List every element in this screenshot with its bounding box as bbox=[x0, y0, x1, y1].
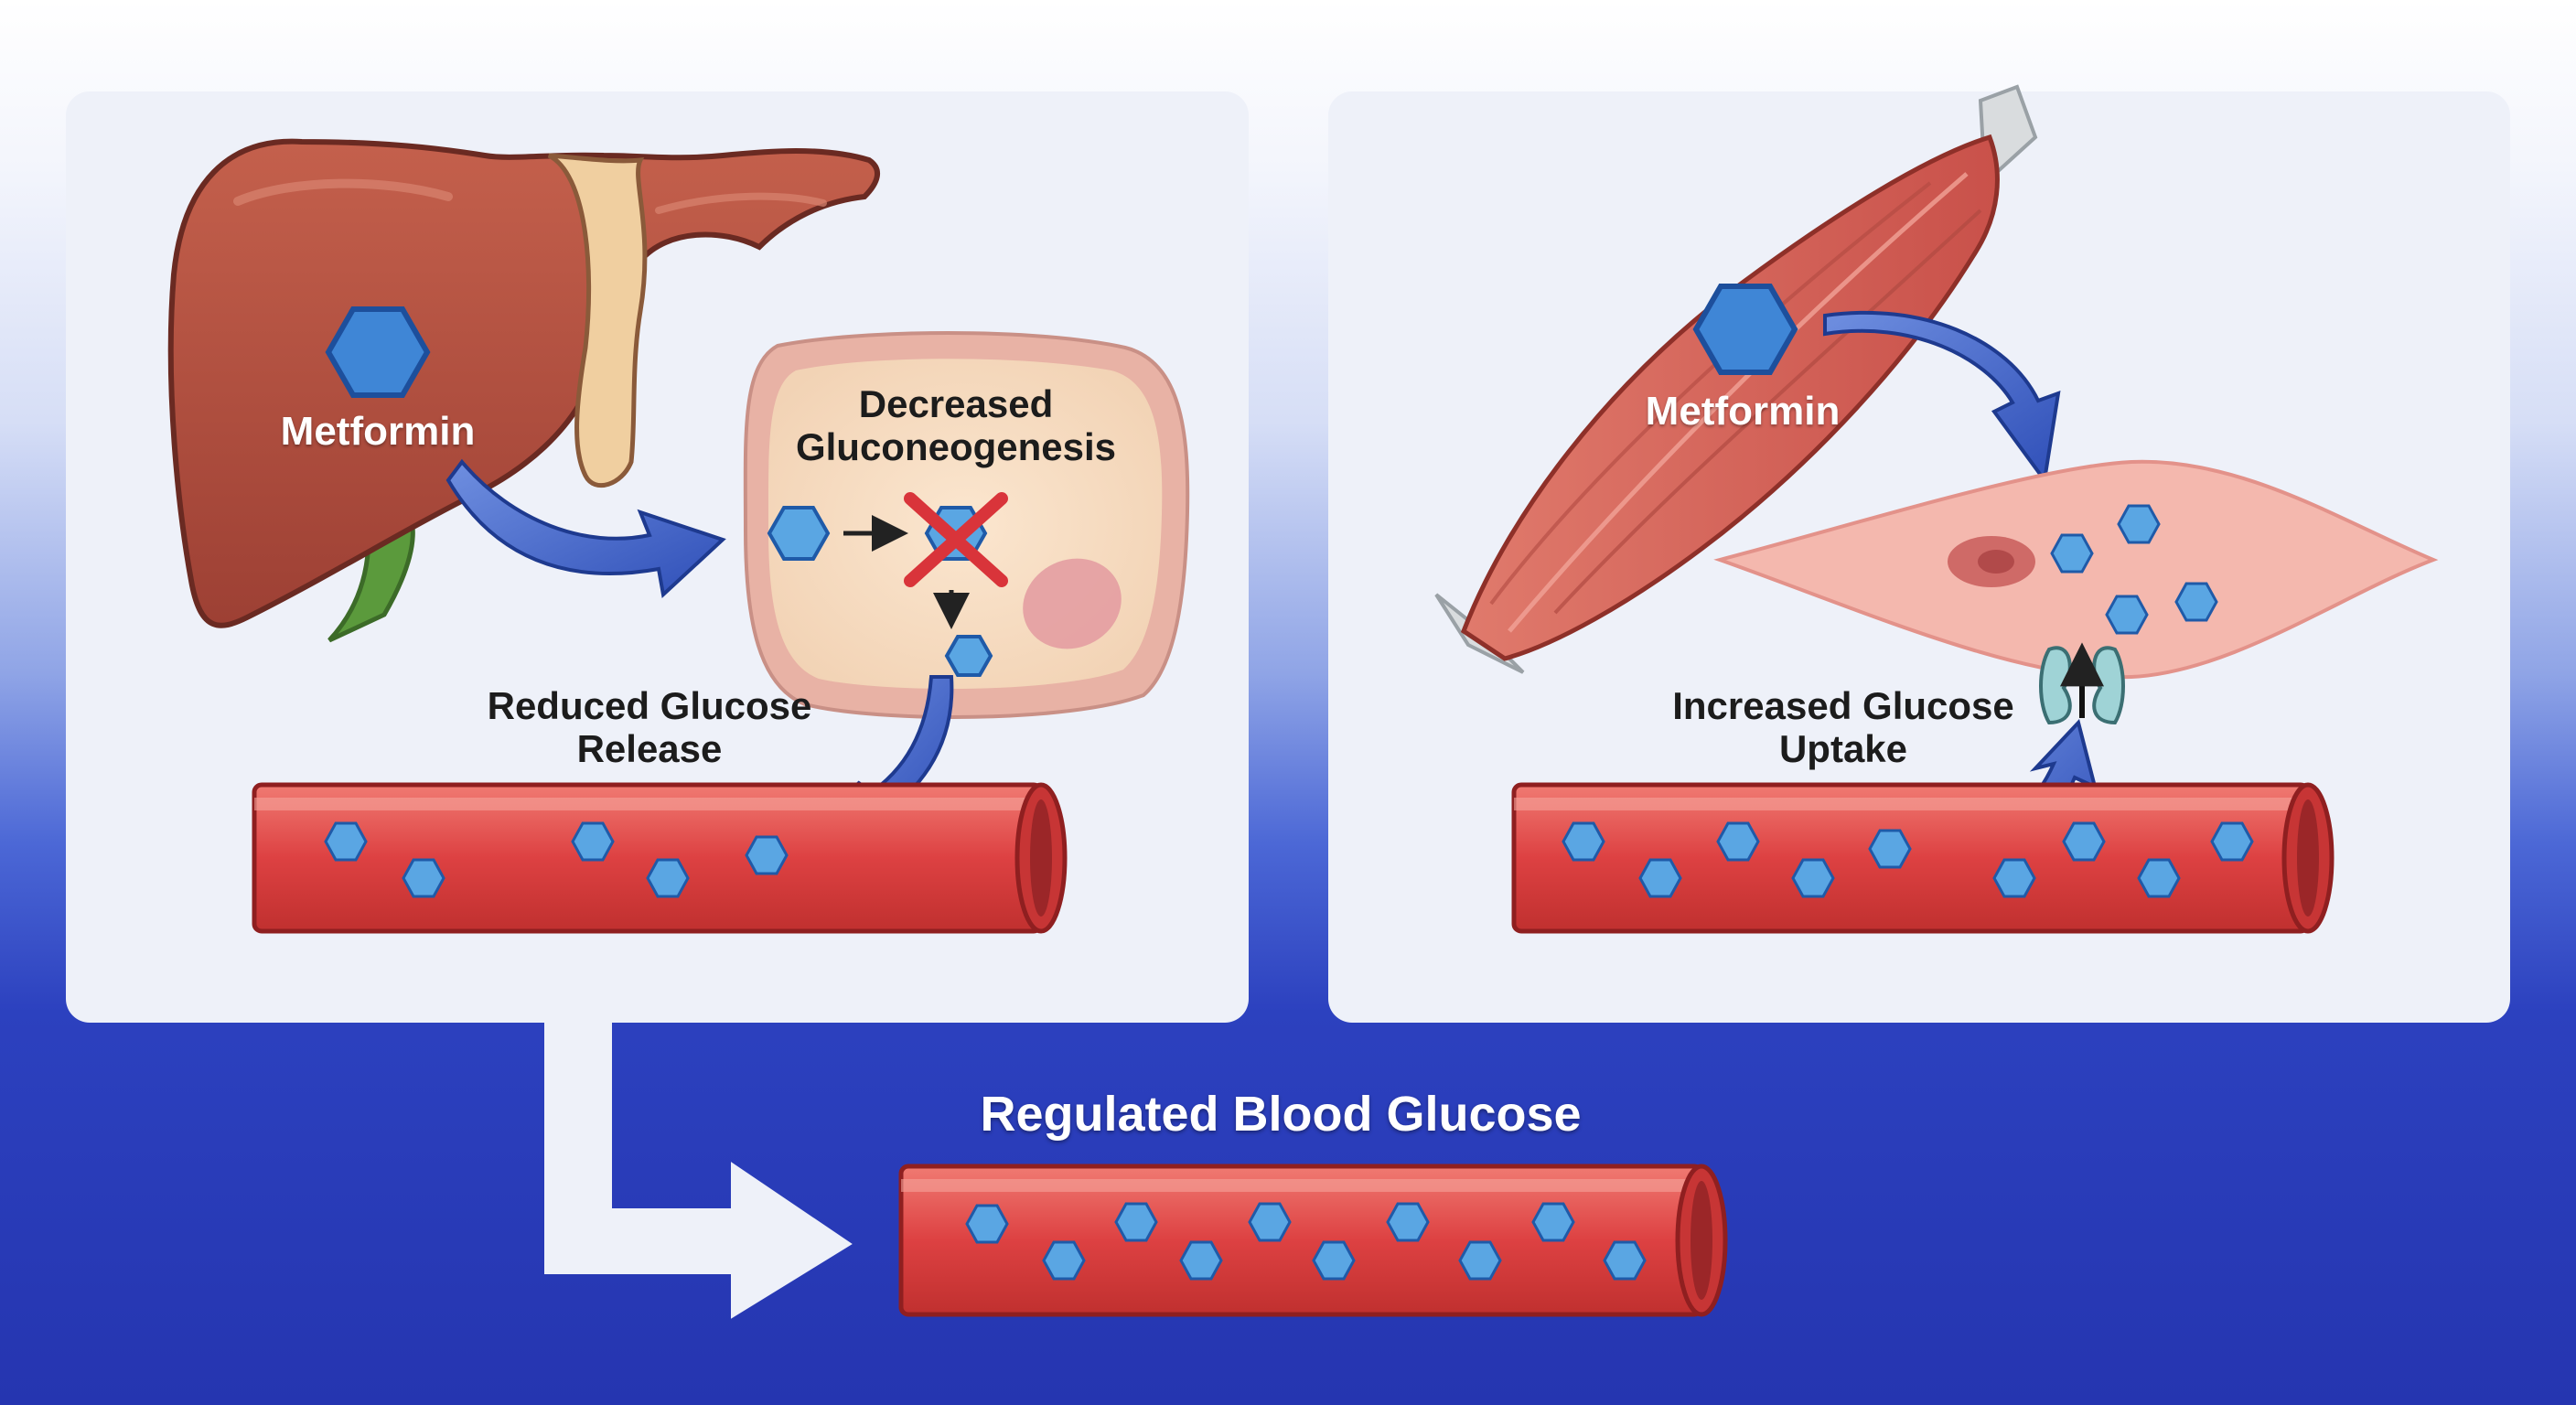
regulated-blood-glucose-title: Regulated Blood Glucose bbox=[980, 1087, 1582, 1142]
metformin-molecule-icon bbox=[325, 306, 431, 398]
liver-metformin-label: Metformin bbox=[280, 409, 476, 454]
liver-to-cell-arrow bbox=[445, 458, 726, 598]
metformin-molecule-icon bbox=[1692, 284, 1798, 375]
inhibition-x-icon bbox=[904, 492, 1008, 587]
glucose-molecule-icon bbox=[767, 506, 831, 561]
regulated-blood-vessel bbox=[898, 1164, 1728, 1317]
glucose-molecules bbox=[965, 1202, 1647, 1281]
gluconeogenesis-label: Decreased Gluconeogenesis bbox=[795, 382, 1117, 469]
muscle-blood-vessel bbox=[1511, 782, 2334, 934]
glucose-molecules bbox=[1562, 821, 2254, 898]
glucose-molecule-icon bbox=[944, 635, 993, 677]
outcome-arrow bbox=[544, 1022, 853, 1319]
muscle-to-fiber-arrow bbox=[1823, 310, 2061, 486]
increased-glucose-uptake-label: Increased Glucose Uptake bbox=[1672, 684, 2014, 771]
liver-blood-vessel bbox=[252, 782, 1068, 934]
muscle-metformin-label: Metformin bbox=[1645, 389, 1841, 434]
muscle-illustration bbox=[1434, 84, 2038, 674]
reduced-glucose-release-label: Reduced Glucose Release bbox=[487, 684, 812, 771]
glucose-molecules bbox=[2050, 504, 2218, 635]
liver-illustration bbox=[167, 138, 880, 643]
glucose-transporter-icon bbox=[2039, 642, 2125, 725]
glucose-molecules bbox=[324, 821, 789, 898]
